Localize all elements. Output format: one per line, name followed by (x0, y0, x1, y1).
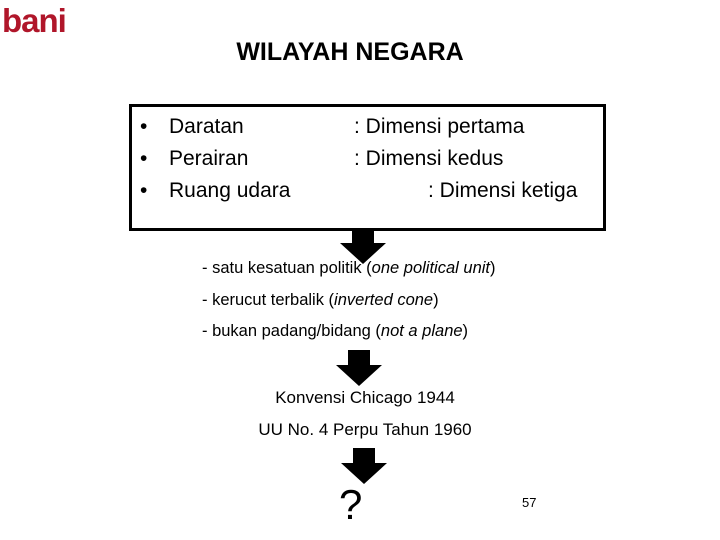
dimension-desc: : Dimensi kedus (354, 147, 504, 170)
bullet: • (140, 147, 148, 170)
title-text: WILAYAH NEGARA (236, 38, 464, 66)
bullet: • (140, 115, 148, 138)
characteristic-line: - satu kesatuan politik (one political u… (202, 259, 496, 277)
down-arrow-icon (341, 448, 387, 484)
bullet: • (140, 179, 148, 202)
characteristic-line: - bukan padang/bidang (not a plane) (202, 322, 469, 340)
bani-logo: bani (2, 4, 72, 38)
down-arrow-icon (340, 228, 386, 264)
dimension-term: Daratan (169, 115, 244, 138)
legal-basis-line: UU No. 4 Perpu Tahun 1960 (258, 420, 472, 439)
question-mark: ? (339, 481, 363, 528)
slide-title: WILAYAH NEGARA (0, 38, 700, 67)
down-arrow-icon (336, 350, 382, 386)
dimension-desc: : Dimensi pertama (354, 115, 525, 138)
dimension-term: Ruang udara (169, 179, 291, 202)
logo-text: bani (2, 2, 67, 39)
dimension-desc: : Dimensi ketiga (428, 179, 578, 202)
characteristic-line: - kerucut terbalik (inverted cone) (202, 291, 439, 309)
dimension-term: Perairan (169, 147, 249, 170)
dimension-box: • Daratan : Dimensi pertama • Perairan :… (129, 104, 606, 231)
legal-basis-line: Konvensi Chicago 1944 (275, 388, 455, 407)
page-number: 57 (522, 495, 537, 510)
